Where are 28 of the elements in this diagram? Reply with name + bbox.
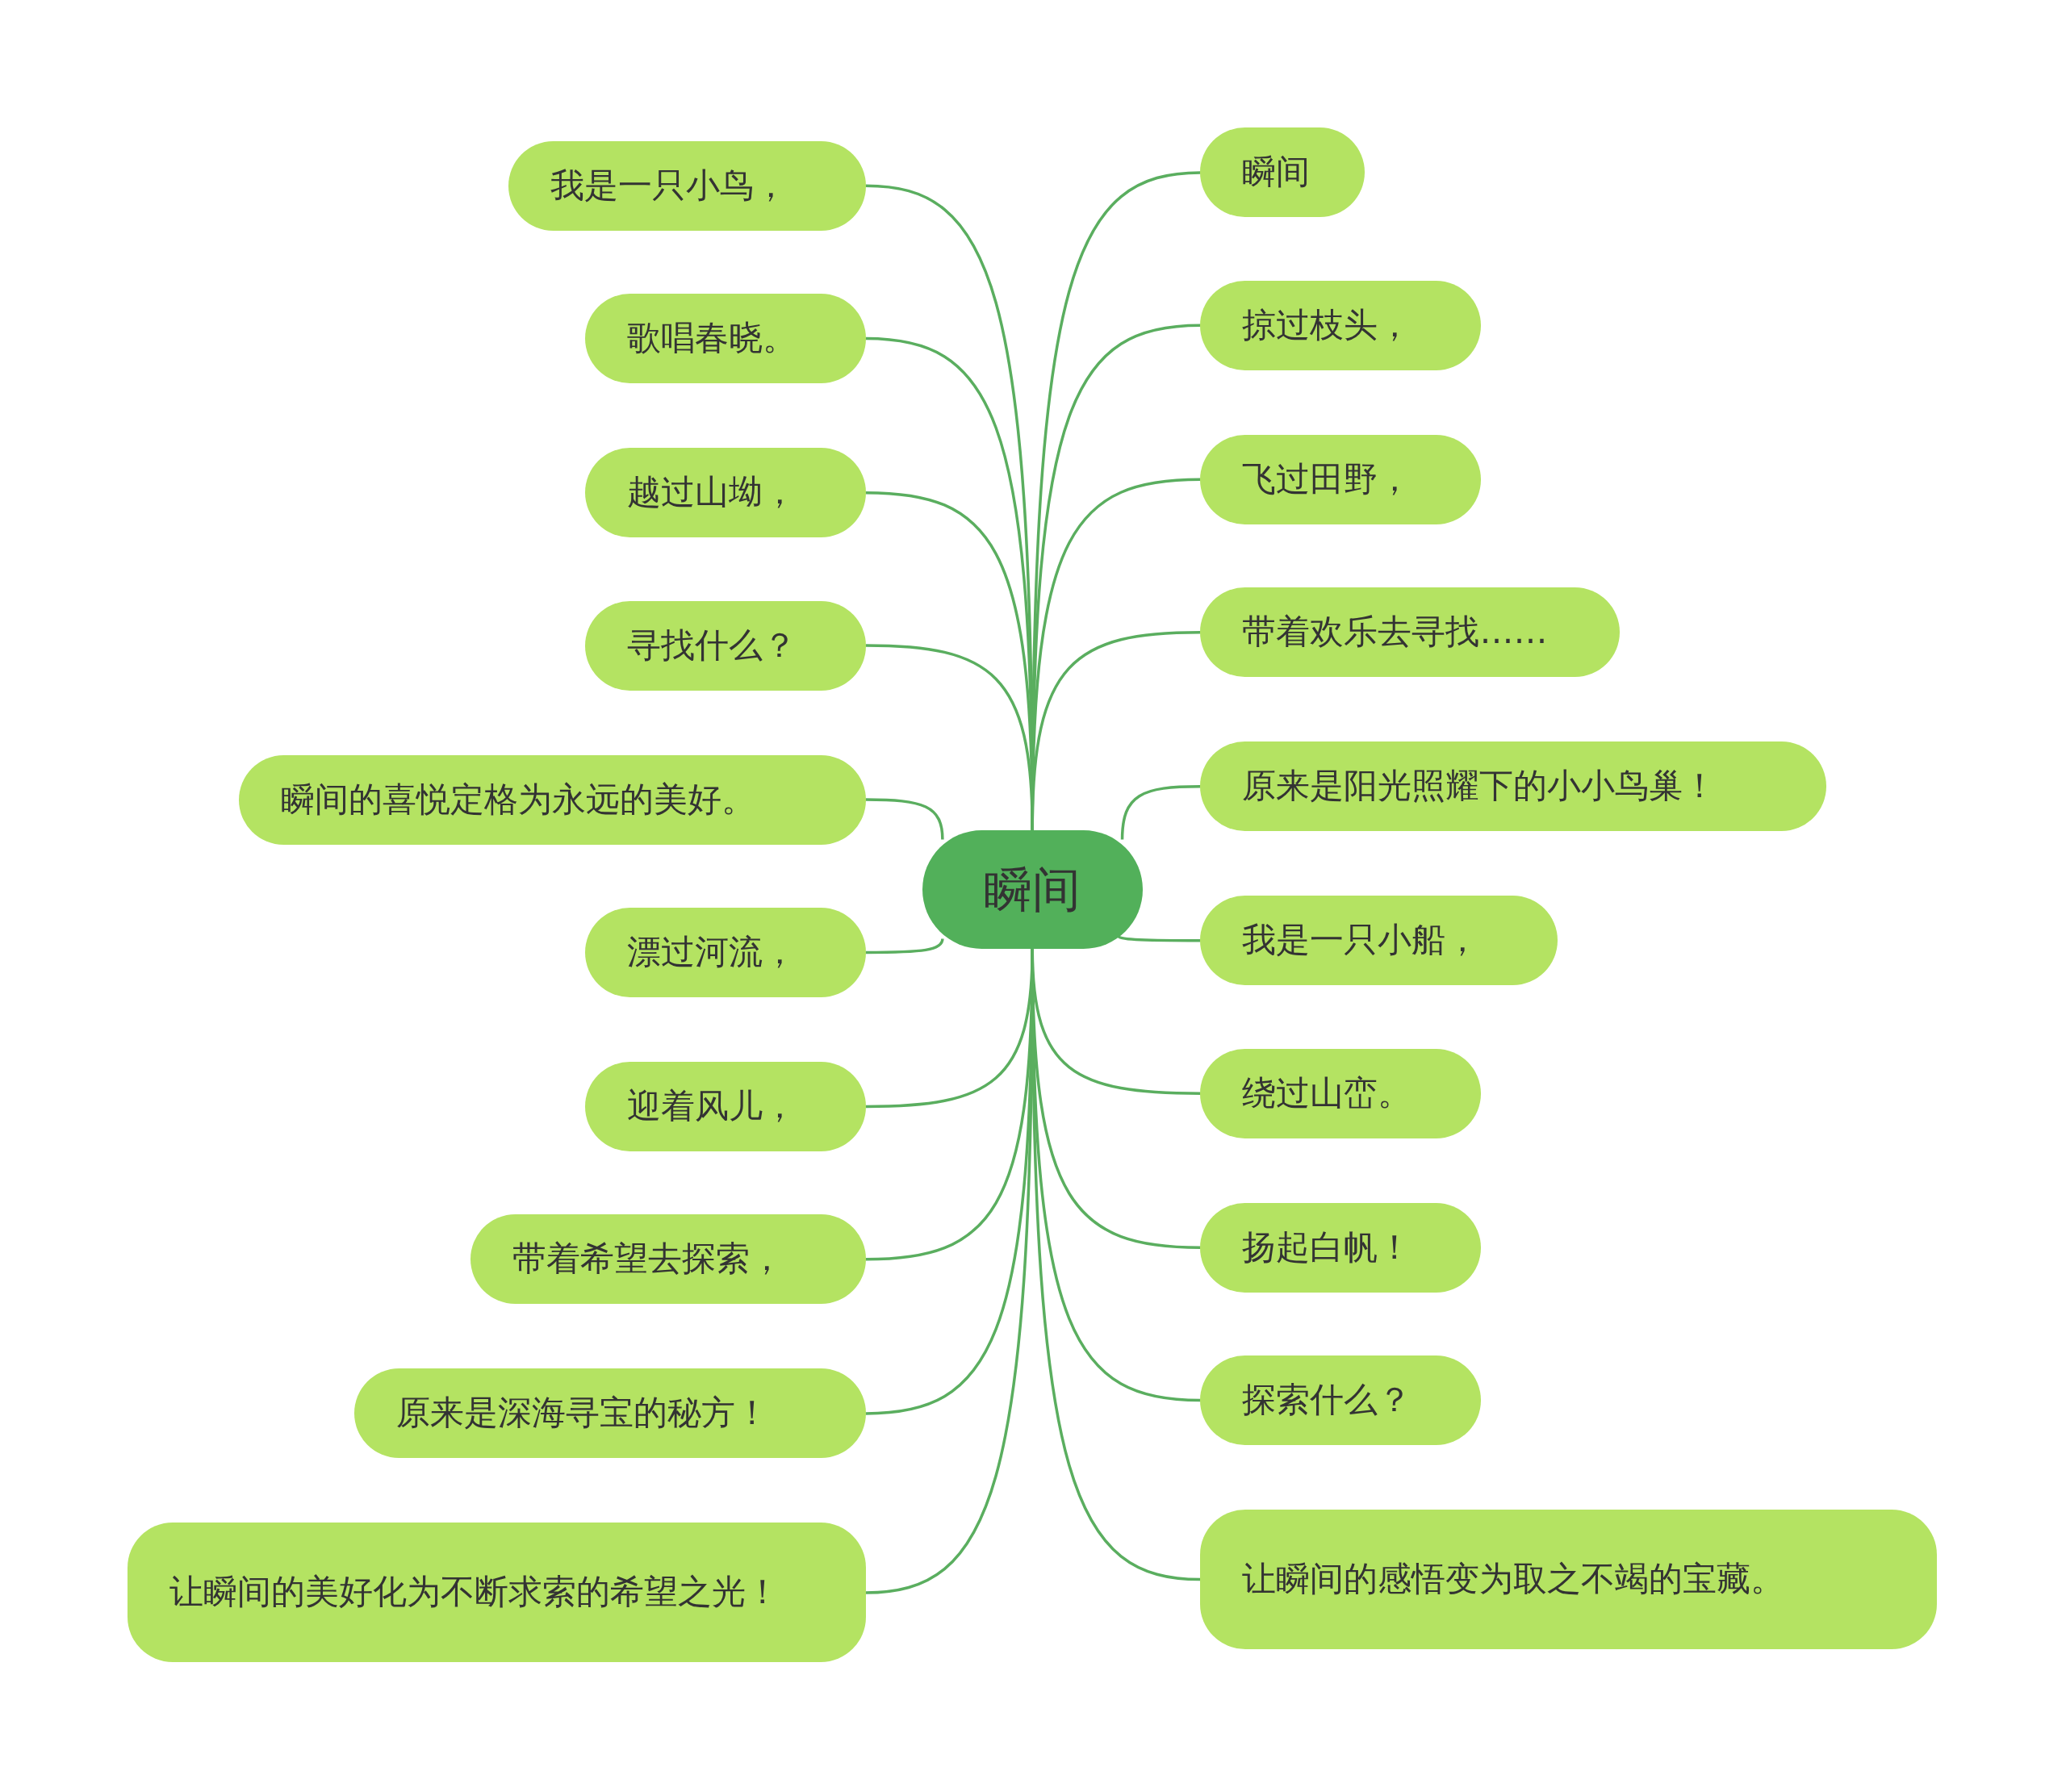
topic-text: 掠过枝头，: [1242, 303, 1412, 346]
topic-text: 原来是深海寻宝的秘方！: [396, 1392, 770, 1435]
topic-text: 瞬间的喜悦定格为永远的美好。: [280, 778, 755, 821]
topic-text: 我是一只小鸟，: [550, 164, 788, 207]
topic-text: 越过山坳，: [626, 471, 797, 514]
topic-text: 瞬间: [1242, 151, 1311, 194]
topic-text: 让瞬间的感悟变为取之不竭的宝藏。: [1242, 1558, 1785, 1601]
topic-text: 漂过河流，: [626, 931, 797, 973]
connector-line: [1031, 630, 1201, 830]
topic-text: 带着欢乐去寻找……: [1242, 611, 1548, 654]
topic-text: 探索什么？: [1242, 1379, 1412, 1422]
connector-line: [865, 938, 944, 954]
topic-pill: [128, 1523, 866, 1663]
connector-line: [1120, 784, 1201, 840]
topic-text: 绕过山峦。: [1242, 1071, 1412, 1114]
topic-text: 我是一只小船，: [1242, 919, 1480, 962]
topic-text: 飞过田野，: [1242, 457, 1412, 500]
topic-text: 扬起白帆！: [1242, 1226, 1412, 1268]
topic-text: 让瞬间的美好化为不断求索的希望之光！: [169, 1571, 780, 1614]
topic-text: 迎着风儿，: [626, 1085, 797, 1127]
central-topic-text: 瞬间: [984, 859, 1081, 919]
topic-text: 寻找什么？: [626, 624, 797, 666]
topic-text: 原来是阳光照耀下的小小鸟巢！: [1242, 765, 1717, 808]
connector-line: [1117, 934, 1201, 942]
topic-text: 带着希望去探索，: [512, 1238, 784, 1280]
topic-text: 歌唱春晓。: [626, 317, 797, 360]
topic-pill: [1200, 1510, 1938, 1650]
connector-line: [865, 798, 944, 840]
